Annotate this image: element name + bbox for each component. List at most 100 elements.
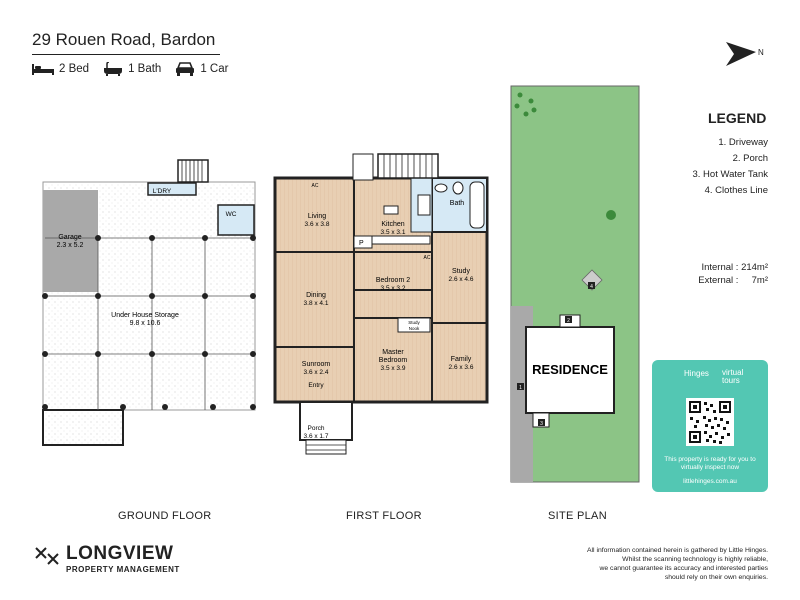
bed-icon <box>32 64 54 75</box>
qr-code-icon <box>689 401 731 444</box>
wc-area <box>217 204 255 236</box>
card-brand-line: virtual <box>722 368 744 377</box>
legend-item: 1. Driveway <box>718 137 768 148</box>
internal-area-value: 214m² <box>741 262 768 273</box>
porch-area <box>299 401 353 441</box>
first-floor-plan: AC AC P Living 3.6 x 3.8 Kitchen 3.5 x 3… <box>273 153 489 455</box>
qr-code[interactable] <box>686 398 734 446</box>
sunroom-size: 3.6 x 2.4 <box>304 369 329 376</box>
study-size: 2.6 x 4.6 <box>449 276 474 283</box>
bath-icon <box>104 62 123 76</box>
master-bedroom-label: Master <box>382 349 404 356</box>
card-brand: Hinges <box>684 369 709 378</box>
cars-count: 1 Car <box>200 63 229 75</box>
tree-icon <box>517 92 523 98</box>
baths-feature: 1 Bath <box>103 62 161 76</box>
porch-label: Porch <box>308 425 325 432</box>
kitchen-bench <box>371 235 431 245</box>
tree-icon <box>531 107 537 113</box>
laundry-label: L'DRY <box>153 188 172 195</box>
legend-item: 3. Hot Water Tank <box>692 169 768 180</box>
cooktop <box>417 194 431 216</box>
disclaimer-line: Whilst the scanning technology is highly… <box>622 556 768 563</box>
garage-area <box>43 190 98 292</box>
sunroom-label: Sunroom <box>302 361 331 368</box>
study-nook <box>397 317 431 333</box>
marker-clothes-line: 4 <box>590 284 593 290</box>
laundry-area <box>147 182 197 196</box>
feature-summary: 2 Bed 1 Bath 1 Car <box>32 62 242 76</box>
dining-label: Dining <box>306 292 326 299</box>
beds-feature: 2 Bed <box>32 63 89 75</box>
family-size: 2.6 x 3.6 <box>449 364 474 371</box>
internal-area: Internal : 214m² <box>701 262 768 273</box>
kitchen-label: Kitchen <box>381 221 404 228</box>
disclaimer: All information contained herein is gath… <box>548 546 768 582</box>
kitchen-island <box>383 205 399 215</box>
card-message: This property is ready for you to virtua… <box>664 456 756 471</box>
legend-item: 2. Porch <box>732 153 768 164</box>
porch-steps <box>305 439 347 455</box>
ac-label: AC <box>424 255 431 261</box>
bedroom2-label: Bedroom 2 <box>376 277 410 284</box>
first-floor-label: FIRST FLOOR <box>346 510 422 522</box>
internal-area-label: Internal : <box>701 262 739 273</box>
bath-label: Bath <box>450 200 465 207</box>
storage-size: 9.8 x 10.6 <box>130 320 161 327</box>
card-url[interactable]: littlehinges.com.au <box>683 478 737 485</box>
porch-size: 3.6 x 1.7 <box>304 433 329 440</box>
car-icon <box>176 62 195 76</box>
living-size: 3.6 x 3.8 <box>305 221 330 228</box>
entry-label: Entry <box>308 382 324 389</box>
card-brand-line: tours <box>722 376 740 385</box>
study-label: Study <box>452 268 470 275</box>
cars-feature: 1 Car <box>175 62 228 76</box>
support-posts <box>42 235 256 410</box>
study-nook-label: Study <box>408 320 420 325</box>
longview-logo-icon <box>35 547 59 565</box>
title-divider <box>32 54 220 55</box>
garage-size: 2.3 x 5.2 <box>57 242 84 249</box>
bedroom2-size: 3.5 x 3.2 <box>381 285 406 292</box>
wc-label: WC <box>226 211 237 218</box>
marker-driveway: 1 <box>519 385 522 391</box>
ac-label: AC <box>312 183 319 189</box>
site-plan: RESIDENCE 1 2 3 4 <box>510 85 640 483</box>
north-label: N <box>758 48 764 57</box>
disclaimer-line: we cannot guarantee its accuracy and int… <box>599 565 768 572</box>
kitchen-size: 3.5 x 3.1 <box>381 229 406 236</box>
baths-count: 1 Bath <box>128 63 162 75</box>
marker-hot-water: 3 <box>540 421 543 427</box>
marker-porch: 2 <box>567 318 570 324</box>
dining-size: 3.8 x 4.1 <box>304 300 329 307</box>
residence-label: RESIDENCE <box>532 362 608 377</box>
garage-label: Garage <box>58 234 81 241</box>
north-arrow-icon: N <box>726 42 764 66</box>
toilet <box>452 181 464 195</box>
rear-landing <box>352 153 374 181</box>
company-logo-subtext: PROPERTY MANAGEMENT <box>66 565 180 574</box>
living-label: Living <box>308 213 326 220</box>
tree-icon <box>606 210 616 220</box>
tree-icon <box>528 98 534 104</box>
vanity <box>434 183 448 193</box>
residence-footprint <box>525 326 615 414</box>
ground-floor-plan: Garage 2.3 x 5.2 Under House Storage 9.8… <box>42 159 256 446</box>
master-bedroom-label: Bedroom <box>379 357 408 364</box>
ground-stairs <box>177 159 209 183</box>
tree-icon <box>514 103 520 109</box>
property-address: 29 Rouen Road, Bardon <box>32 30 216 49</box>
beds-count: 2 Bed <box>59 63 90 75</box>
legend-item: 4. Clothes Line <box>704 185 768 196</box>
master-bedroom-size: 3.5 x 3.9 <box>381 365 406 372</box>
company-logo-text: LONGVIEW <box>66 543 174 564</box>
legend-title: LEGEND <box>708 110 767 126</box>
storage-label: Under House Storage <box>111 312 179 319</box>
family-label: Family <box>451 356 472 363</box>
tree-icon <box>523 111 529 117</box>
disclaimer-line: should rely on their own enquiries. <box>664 574 768 581</box>
